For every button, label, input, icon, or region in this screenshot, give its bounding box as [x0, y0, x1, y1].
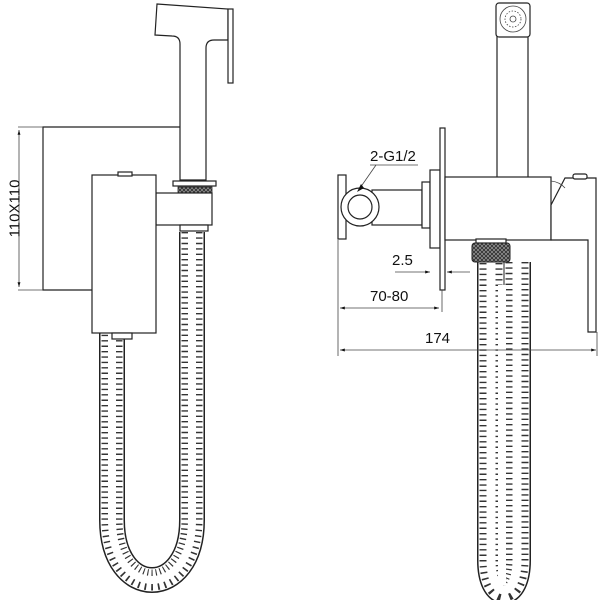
side-wall-plate — [439, 127, 446, 291]
depth-label: 70-80 — [370, 288, 409, 305]
side-hose — [477, 262, 531, 600]
hose-nut — [471, 242, 511, 263]
thickness-label: 2.5 — [392, 252, 413, 269]
side-mixer-body — [444, 176, 552, 241]
side-view — [337, 2, 598, 600]
mixer-body — [91, 174, 157, 334]
plate-size-label: 110X110 — [6, 179, 24, 238]
hand-shower-side — [227, 8, 234, 84]
wall-plate — [42, 126, 180, 291]
connection-leader — [359, 164, 377, 189]
front-hose — [99, 232, 205, 593]
length-label: 174 — [425, 330, 451, 347]
holder-arm — [155, 192, 213, 226]
lever-handle — [550, 177, 597, 333]
connection-label: 2-G1/2 — [370, 148, 416, 165]
front-view — [17, 3, 234, 593]
hand-shower — [154, 3, 229, 181]
